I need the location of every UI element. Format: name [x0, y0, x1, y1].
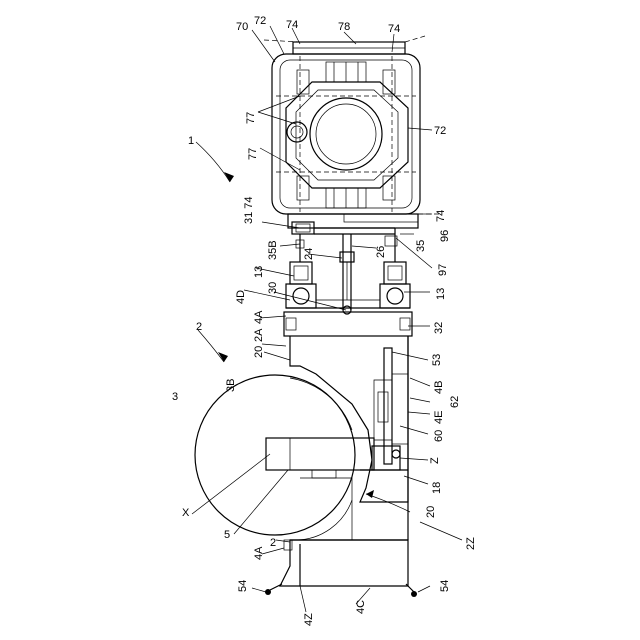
ref-arrowheads [218, 172, 374, 498]
label-2: 2 [196, 321, 202, 333]
label-78: 78 [338, 21, 350, 33]
label-54: 54 [237, 580, 249, 592]
label-32: 32 [433, 322, 445, 334]
main-body-2 [265, 312, 417, 597]
label-2Z: 2Z [465, 537, 477, 550]
label-13: 13 [253, 266, 265, 278]
clamp-blocks-13 [286, 262, 410, 314]
leader-lines [192, 26, 462, 612]
label-4Z: 4Z [303, 613, 315, 626]
label-18: 18 [431, 482, 443, 494]
label-20: 20 [253, 346, 265, 358]
label-60: 60 [433, 430, 445, 442]
arm-5 [266, 438, 374, 470]
label-74: 74 [435, 210, 447, 222]
label-72: 72 [254, 15, 266, 27]
label-96: 96 [439, 230, 451, 242]
label-1: 1 [188, 135, 194, 147]
label-4B: 4B [433, 381, 445, 394]
label-4A: 4A [253, 310, 265, 324]
label-2: 2 [270, 537, 276, 549]
label-3B: 3B [225, 379, 237, 392]
center-port [310, 98, 382, 170]
label-24: 24 [303, 248, 315, 260]
label-4E: 4E [433, 411, 445, 424]
label-77: 77 [245, 112, 257, 124]
upper-unit-70 [264, 36, 440, 228]
label-3: 3 [172, 391, 178, 403]
label-35B: 35B [267, 240, 279, 260]
label-4A: 4A [253, 546, 265, 560]
label-62: 62 [449, 396, 461, 408]
label-54: 54 [439, 580, 451, 592]
label-4D: 4D [235, 290, 247, 304]
label-74: 74 [286, 19, 298, 31]
label-13: 13 [435, 288, 447, 300]
label-2A: 2A [253, 328, 265, 342]
housing-2Z [290, 336, 408, 502]
label-35: 35 [415, 240, 427, 252]
label-Z: Z [429, 457, 441, 464]
label-97: 97 [437, 264, 449, 276]
label-X: X [182, 507, 190, 519]
label-4C: 4C [355, 600, 367, 614]
label-77: 77 [247, 148, 259, 160]
label-72: 72 [434, 125, 446, 137]
label-5: 5 [224, 529, 230, 541]
label-31-74: 31 74 [243, 196, 255, 224]
label-30: 30 [267, 282, 279, 294]
label-74: 74 [388, 23, 400, 35]
drum-3B [195, 375, 355, 535]
labels: 70 72 74 78 74 77 72 1 77 31 74 74 96 35… [172, 15, 477, 626]
label-70: 70 [236, 21, 248, 33]
label-20: 20 [425, 506, 437, 518]
label-53: 53 [431, 354, 443, 366]
label-26: 26 [375, 246, 387, 258]
